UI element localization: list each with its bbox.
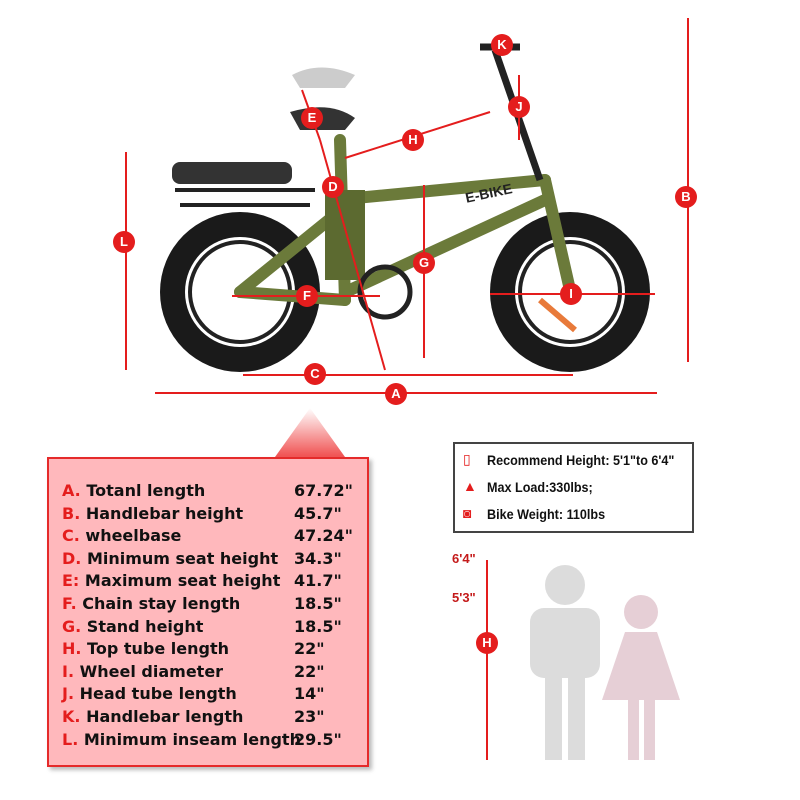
- spec-letter: C.: [62, 526, 80, 546]
- spec-value: 18.5": [294, 616, 342, 636]
- spec-letter: A.: [62, 481, 81, 500]
- marker-i: I: [560, 283, 582, 305]
- marker-j: J: [508, 96, 530, 118]
- spec-value: 18.5": [294, 594, 342, 613]
- spec-row: E: Maximum seat height 41.7": [62, 571, 342, 593]
- height-mid-label: 5'3": [452, 590, 476, 605]
- spec-row: C. wheelbase 47.24": [62, 526, 353, 548]
- height-marker: H: [476, 632, 498, 654]
- spec-value: 41.7": [294, 571, 342, 591]
- spec-label: Totanl length: [86, 481, 206, 500]
- spec-label: Chain stay length: [82, 594, 241, 613]
- recommend-height: Recommend Height: 5'1"to 6'4": [487, 452, 675, 468]
- saddle-max-ghost: [292, 67, 355, 88]
- marker-h: H: [402, 129, 424, 151]
- spec-row: D. Minimum seat height 34.3": [62, 548, 342, 571]
- info-box: ▯ Recommend Height: 5'1"to 6'4" ▲ Max Load…: [453, 442, 694, 533]
- spec-row: G. Stand height 18.5": [62, 616, 342, 639]
- spec-letter: I.: [62, 661, 75, 681]
- spec-label: Minimum inseam length: [83, 729, 301, 749]
- spec-letter: B.: [62, 503, 81, 523]
- max-load: Max Load:330lbs;: [487, 479, 593, 495]
- spec-letter: J.: [62, 684, 75, 704]
- marker-b: B: [675, 186, 697, 208]
- spec-label: Wheel diameter: [79, 661, 224, 681]
- chainring: [357, 264, 413, 320]
- spec-row: B. Handlebar height 45.7": [62, 503, 342, 526]
- marker-f: F: [296, 285, 318, 307]
- spec-letter: E:: [62, 571, 80, 591]
- spec-letter: D.: [62, 548, 82, 568]
- spec-row: I. Wheel diameter 22": [62, 661, 325, 684]
- rear-rack: [175, 188, 315, 207]
- woman-figure: [602, 595, 680, 760]
- scale-icon: ◙: [463, 505, 472, 521]
- bike-weight: Bike Weight: 110lbs: [487, 506, 606, 522]
- spec-label: Handlebar length: [86, 707, 244, 726]
- marker-k: K: [491, 34, 513, 56]
- spec-table: A. Totanl length 67.72" B. Handlebar heigh…: [47, 457, 369, 767]
- spec-letter: L.: [62, 729, 79, 749]
- marker-e: E: [301, 107, 323, 129]
- spec-value: 34.3": [294, 548, 342, 568]
- spec-letter: G.: [62, 616, 82, 636]
- pointer-triangle: [275, 408, 345, 457]
- marker-g: G: [413, 252, 435, 274]
- spec-row: A. Totanl length 67.72": [62, 481, 353, 503]
- spec-row: J. Head tube length 14": [62, 684, 325, 706]
- man-figure: [530, 565, 600, 760]
- weight-icon: ▲: [463, 478, 477, 494]
- spec-row: F. Chain stay length 18.5": [62, 594, 342, 616]
- spec-value: 29.5": [294, 729, 342, 749]
- marker-c: C: [304, 363, 326, 385]
- spec-label: Maximum seat height: [84, 571, 281, 591]
- spec-letter: F.: [62, 594, 77, 613]
- spec-value: 67.72": [294, 481, 353, 500]
- spec-value: 14": [294, 684, 325, 704]
- marker-a: A: [385, 383, 407, 405]
- spec-letter: K.: [62, 707, 81, 726]
- spec-value: 23": [294, 707, 325, 726]
- spec-value: 45.7": [294, 503, 342, 523]
- height-icon: ▯: [463, 451, 471, 467]
- spec-value: 22": [294, 639, 325, 659]
- marker-l: L: [113, 231, 135, 253]
- spec-letter: H.: [62, 639, 82, 659]
- spec-label: Stand height: [86, 616, 204, 636]
- marker-d: D: [322, 176, 344, 198]
- spec-row: H. Top tube length 22": [62, 639, 325, 661]
- spec-row: K. Handlebar length 23": [62, 707, 325, 729]
- spec-label: Head tube length: [79, 684, 237, 704]
- spec-label: Handlebar height: [85, 503, 244, 523]
- spec-value: 47.24": [294, 526, 353, 546]
- spec-label: Minimum seat height: [86, 548, 279, 568]
- rear-seat: [172, 162, 292, 184]
- spec-value: 22": [294, 661, 325, 681]
- height-top-label: 6'4": [452, 551, 476, 566]
- spec-label: wheelbase: [85, 526, 182, 546]
- spec-label: Top tube length: [87, 639, 229, 659]
